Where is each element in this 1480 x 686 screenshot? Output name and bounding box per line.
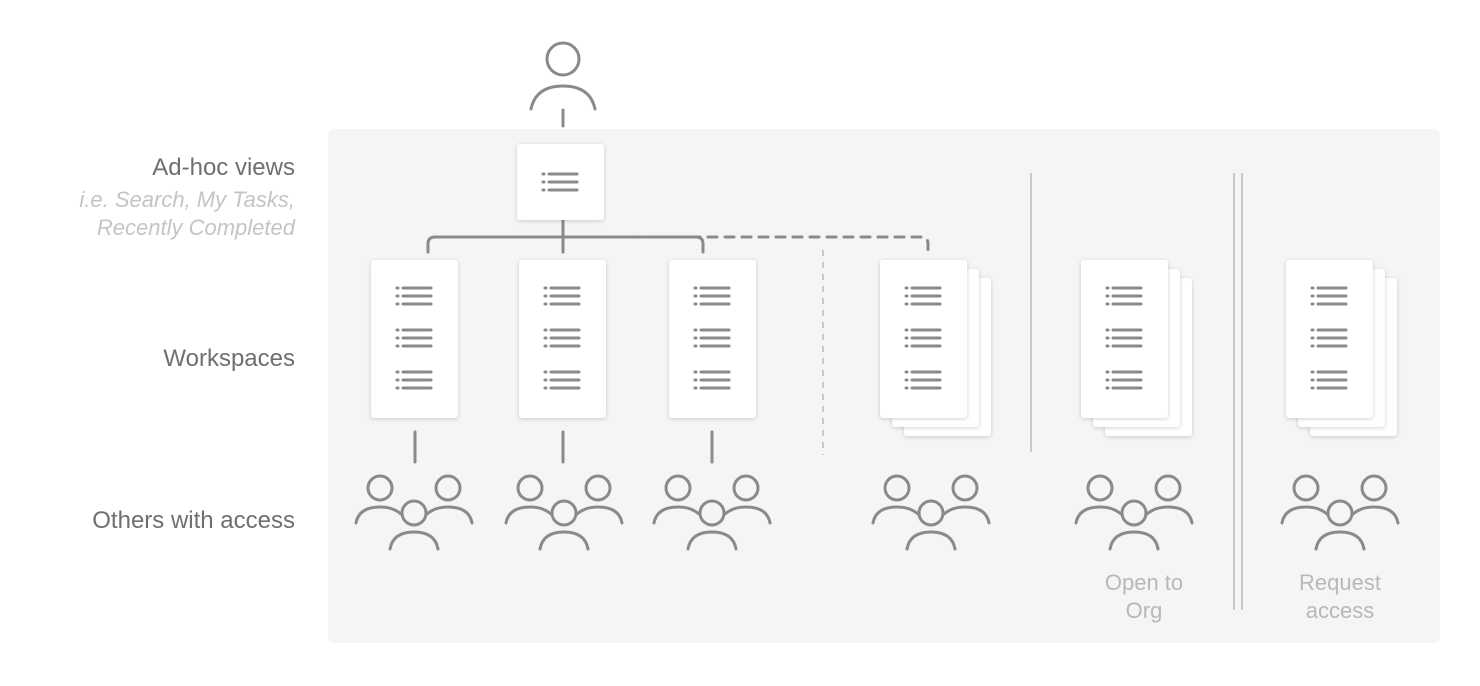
group-icon [354, 474, 474, 551]
list-icon [904, 286, 942, 390]
workspace-branch [426, 235, 705, 254]
list-icon [693, 286, 731, 390]
group-icon [1280, 474, 1400, 551]
workspace-card-3 [669, 260, 756, 418]
group-icon [871, 474, 991, 551]
list-icon [1310, 286, 1348, 390]
request-access-caption: Request access [1299, 570, 1381, 623]
workspace-card-2 [519, 260, 606, 418]
workspaces-label: Workspaces [163, 345, 295, 372]
group-icon [652, 474, 772, 551]
list-icon [541, 172, 579, 192]
group-icon [504, 474, 624, 551]
list-icon [543, 286, 581, 390]
group-icon [1074, 474, 1194, 551]
workspace-branch-dashed [638, 235, 930, 254]
list-icon [1105, 286, 1143, 390]
list-icon [395, 286, 433, 390]
adhoc-examples-line2: Recently Completed [96, 215, 295, 240]
open-to-org-caption: Open to Org [1104, 570, 1184, 623]
workspace-card-1 [371, 260, 458, 418]
adhoc-view-card [517, 144, 604, 220]
adhoc-examples-line1: i.e. Search, My Tasks, [79, 187, 295, 212]
adhoc-views-label: Ad-hoc views [152, 154, 295, 181]
others-with-access-label: Others with access [92, 507, 295, 534]
